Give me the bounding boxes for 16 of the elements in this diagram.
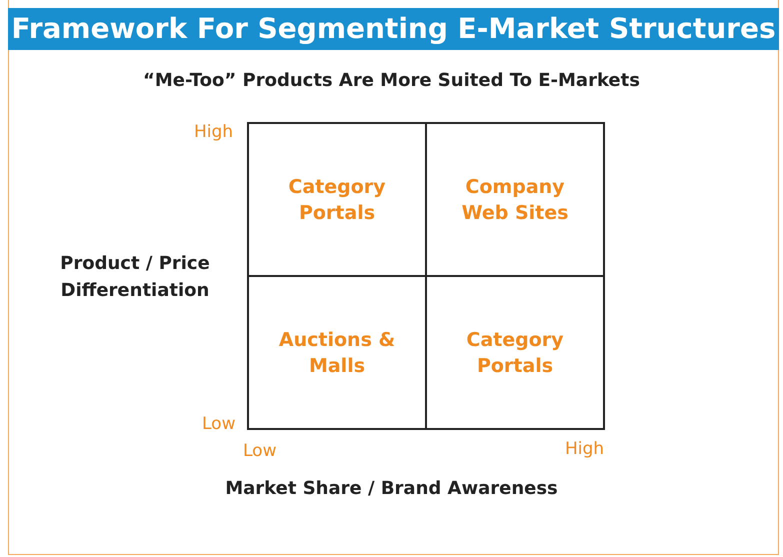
axis-tick-label: Low (243, 441, 276, 461)
title-banner: Framework For Segmenting E-Market Structures (8, 8, 779, 50)
axis-tick-label: High (565, 439, 604, 459)
matrix-quadrant (425, 275, 605, 430)
matrix-quadrant (247, 122, 427, 277)
quadrant-label: Auctions & Malls (278, 328, 396, 378)
quadrant-label: Category Portals (465, 328, 565, 378)
quadrant-label: Company Web Sites (460, 174, 570, 226)
subtitle: “Me-Too” Products Are More Suited To E-Markets (142, 70, 641, 91)
quadrant-label: Category Portals (287, 174, 387, 226)
axis-tick-label: Low (202, 414, 236, 434)
axis-tick-label: High (194, 122, 234, 142)
matrix-quadrant (247, 275, 427, 430)
matrix-quadrant (425, 122, 605, 277)
y-axis-title: Product / Price Differentiation (59, 252, 211, 303)
x-axis-title: Market Share / Brand Awareness (224, 478, 559, 499)
